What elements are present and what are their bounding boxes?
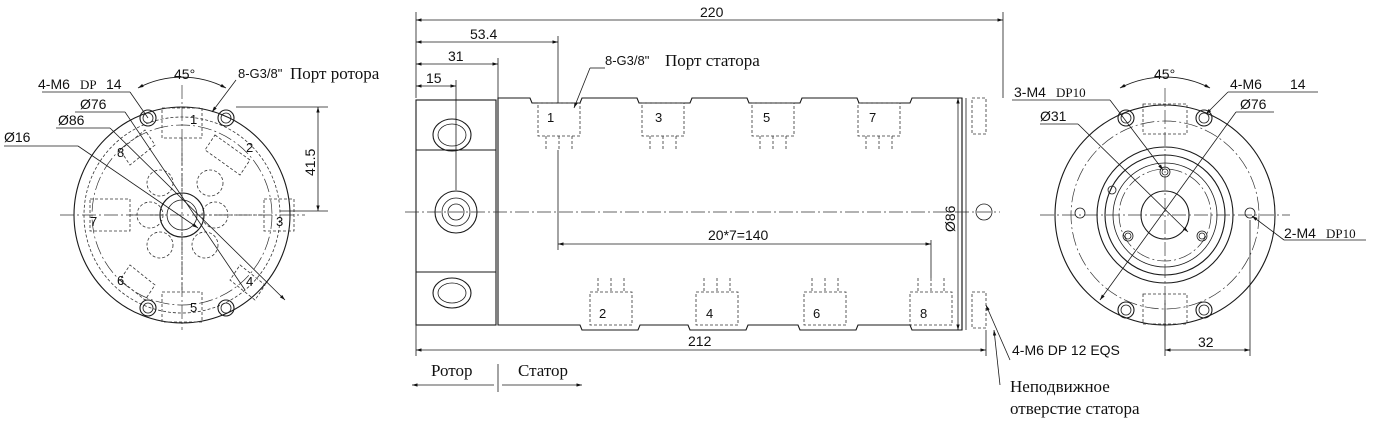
right-d31-label: Ø31 xyxy=(1040,108,1067,124)
dim-pitch: 20*7=140 xyxy=(708,227,769,243)
right-m6-label: 4-M6 xyxy=(1230,76,1262,92)
left-end-view: 1 2 3 4 5 6 7 8 45° 4-M6 DP 14 Ø76 Ø86 Ø… xyxy=(4,64,380,330)
dim-d86: Ø86 xyxy=(942,205,958,232)
left-port-7: 7 xyxy=(90,214,97,229)
stator-port-3: 3 xyxy=(655,110,662,125)
right-dim-32: 32 xyxy=(1198,334,1214,350)
dim-212: 212 xyxy=(688,333,712,349)
right-m4-label: 3-M4 xyxy=(1014,84,1046,100)
stator-port-4: 4 xyxy=(706,306,713,321)
right-m4-dp: DP10 xyxy=(1056,85,1086,100)
left-d76-label: Ø76 xyxy=(80,96,107,112)
left-port-3: 3 xyxy=(276,214,283,229)
stator-hole-label-1: Неподвижное xyxy=(1010,377,1110,396)
left-rotor-passages xyxy=(89,107,295,323)
stator-label: Статор xyxy=(518,361,568,380)
left-port-label: Порт ротора xyxy=(290,64,380,83)
stator-hole-label-2: отверстие статора xyxy=(1010,399,1140,418)
left-angle-label: 45° xyxy=(174,66,195,82)
stator-port-2: 2 xyxy=(599,306,606,321)
stator-port-spec: 8-G3/8" xyxy=(605,53,650,68)
left-dim-41-5: 41.5 xyxy=(302,149,318,176)
left-d86-label: Ø86 xyxy=(58,112,85,128)
left-port-8: 8 xyxy=(117,145,124,160)
right-bolt-holes xyxy=(1117,109,1213,319)
right-m6-depth: 14 xyxy=(1290,76,1306,92)
right-angle-label: 45° xyxy=(1154,66,1175,82)
stator-bottom-ports xyxy=(589,278,953,326)
dim-15: 15 xyxy=(426,70,442,86)
right-d76-label: Ø76 xyxy=(1240,96,1267,112)
stator-port-label: Порт статора xyxy=(665,51,760,70)
stator-port-7: 7 xyxy=(869,110,876,125)
left-d16-label: Ø16 xyxy=(4,129,31,145)
left-port-spec: 8-G3/8" xyxy=(238,66,283,81)
stator-port-1: 1 xyxy=(547,110,554,125)
stator-port-8: 8 xyxy=(920,306,927,321)
left-bolt-label: 4-M6 xyxy=(38,76,70,92)
left-bolt-dp: DP xyxy=(80,77,97,92)
stator-port-6: 6 xyxy=(813,306,820,321)
left-bolt-depth: 14 xyxy=(106,76,122,92)
left-port-2: 2 xyxy=(246,140,253,155)
right-m4-holes xyxy=(1074,166,1256,242)
right-m6-eqs: 4-M6 DP 12 EQS xyxy=(1012,342,1120,358)
left-port-4: 4 xyxy=(246,274,253,289)
stator-body xyxy=(497,97,963,331)
right-m4-2-label: 2-M4 xyxy=(1284,225,1316,241)
dim-220: 220 xyxy=(700,4,724,20)
left-port-5: 5 xyxy=(190,300,197,315)
dim-53-4: 53.4 xyxy=(470,26,497,42)
left-bolt-holes xyxy=(139,109,235,317)
stator-port-5: 5 xyxy=(763,110,770,125)
left-port-1: 1 xyxy=(190,112,197,127)
rotor-label: Ротор xyxy=(431,361,473,380)
left-port-6: 6 xyxy=(117,273,124,288)
stator-top-ports xyxy=(537,102,901,150)
right-end-view: 45° 3-M4 DP10 Ø31 4-M6 14 Ø76 2-M4 DP10 … xyxy=(985,66,1366,418)
right-m4-2-dp: DP10 xyxy=(1326,226,1356,241)
side-view: 1 3 5 7 2 4 6 8 220 53.4 31 15 xyxy=(405,4,1004,392)
dim-31: 31 xyxy=(448,48,464,64)
